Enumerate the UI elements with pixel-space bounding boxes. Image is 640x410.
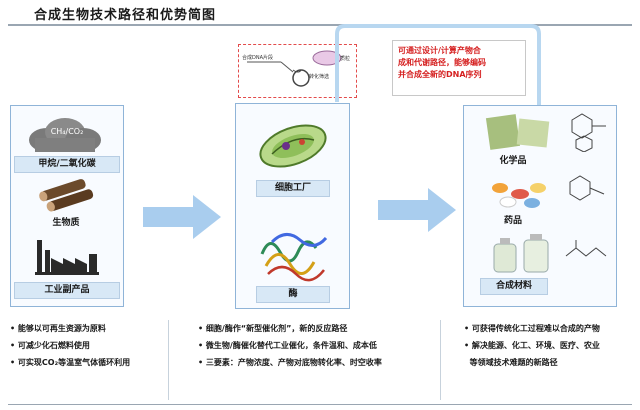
enzyme-protein-icon — [260, 233, 328, 282]
bullet-middle-1: • 细胞/酶作“新型催化剂”，新的反应路径 — [198, 324, 348, 333]
transform-screen-label: 转化筛选 — [309, 74, 330, 80]
input-column: CH₄/CO₂ 甲烷/二氧化碳 生物质 工业副产品 — [10, 105, 124, 307]
flow-arrow-2 — [378, 188, 456, 232]
callout-line-2: 成和代谢路径，能够编码 — [398, 58, 486, 67]
output-label-drugs: 药品 — [503, 216, 522, 226]
input-label-methane: 甲烷/二氧化碳 — [14, 156, 120, 173]
bullet-middle-2: • 微生物/酶催化替代工业催化，条件温和、成本低 — [198, 341, 377, 350]
bullet-left-2: • 可减少化石燃料使用 — [10, 341, 90, 350]
plasmid-label: 质粒 — [340, 56, 351, 62]
callout-line-3: 并合成全新的DNA序列 — [398, 70, 482, 79]
dna-plasmid-diagram — [247, 50, 342, 87]
biomass-logs-icon — [39, 179, 94, 212]
output-column: 化学品 药品 合成材料 — [463, 105, 617, 307]
connector-line — [335, 24, 541, 106]
bullets-middle: • 细胞/酶作“新型催化剂”，新的反应路径 • 微生物/酶催化替代工业催化，条件… — [198, 320, 382, 371]
materials-image — [493, 234, 549, 273]
bullet-left-1: • 能够以可再生资源为原料 — [10, 324, 106, 333]
bullet-right-1: • 可获得传统化工过程难以合成的产物 — [464, 324, 600, 333]
divider-1 — [168, 320, 169, 400]
bullets-right: • 可获得传统化工过程难以合成的产物 • 解决能源、化工、环境、医疗、农业 等领… — [464, 320, 600, 371]
divider-2 — [440, 320, 441, 400]
output-label-chemicals: 化学品 — [499, 156, 527, 166]
input-label-byproducts: 工业副产品 — [14, 282, 120, 299]
polymer-structure-icon — [565, 240, 607, 257]
cell-factory-icon — [259, 124, 327, 168]
bullet-right-2: • 解决能源、化工、环境、医疗、农业 — [464, 341, 600, 350]
drug-structure-icon — [569, 175, 605, 201]
chemical-structure-icon — [571, 113, 606, 152]
output-label-materials: 合成材料 — [480, 278, 548, 295]
chemicals-image — [485, 114, 550, 150]
dna-fragment-label: 合成DNA片段 — [242, 55, 274, 61]
title-divider — [8, 24, 632, 26]
pills-image — [492, 183, 546, 208]
bullet-left-3: • 可实现CO₂等温室气体循环利用 — [10, 358, 131, 367]
bullet-middle-3: • 三要素：产物浓度、产物对底物转化率、时空收率 — [198, 358, 382, 367]
design-callout: 可通过设计/计算产物合 成和代谢路径，能够编码 并合成全新的DNA序列 — [392, 40, 526, 96]
enzyme-label: 酶 — [256, 286, 330, 303]
cloud-text: CH₄/CO₂ — [50, 127, 84, 136]
bullet-right-3: 等领域技术难题的新路径 — [464, 358, 558, 367]
bottom-divider — [8, 404, 632, 405]
process-column: 细胞工厂 酶 — [235, 103, 350, 309]
callout-line-1: 可通过设计/计算产物合 — [398, 46, 481, 55]
factory-icon — [35, 240, 99, 275]
cloud-icon — [29, 118, 101, 152]
cell-factory-label: 细胞工厂 — [256, 180, 330, 197]
bullets-left: • 能够以可再生资源为原料 • 可减少化石燃料使用 • 可实现CO₂等温室气体循… — [10, 320, 130, 371]
input-label-biomass: 生物质 — [52, 218, 80, 228]
flow-arrow-1 — [143, 195, 221, 239]
page-title: 合成生物技术路径和优势简图 — [34, 8, 217, 23]
